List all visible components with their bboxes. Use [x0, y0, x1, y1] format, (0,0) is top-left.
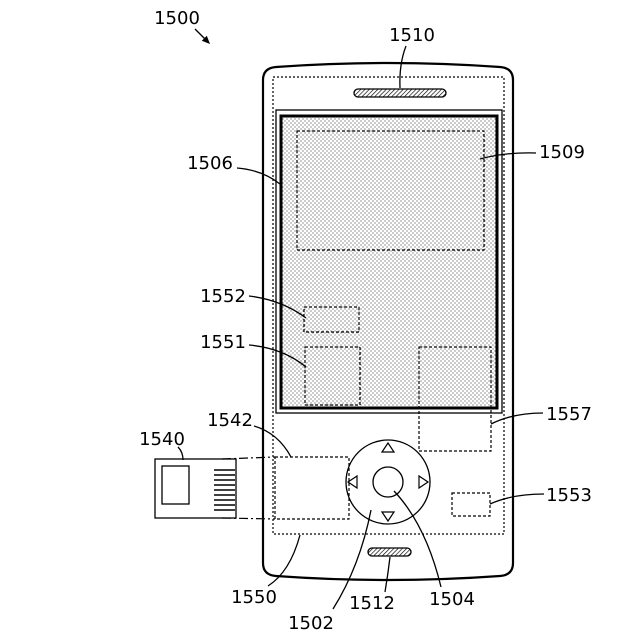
memory-card: [155, 457, 275, 519]
right-arrow-icon: [419, 476, 428, 488]
small-right-region-reference-label: 1553: [546, 485, 592, 506]
down-arrow-icon: [382, 512, 394, 521]
display-upper-region-reference-label: 1509: [539, 142, 585, 163]
speaker-grille: [354, 89, 446, 97]
display-reference-label: 1506: [187, 153, 233, 174]
small-right-region-leader-line: [490, 494, 544, 504]
center-button-reference-label: 1504: [429, 589, 475, 610]
figure-number: 1500: [154, 8, 200, 29]
small-right-region: [452, 493, 490, 516]
center-button-leader-line: [394, 491, 441, 587]
center-button: [373, 467, 403, 497]
figure-arrow-shaft: [195, 29, 205, 39]
microphone-reference-label: 1512: [349, 593, 395, 614]
memory-card-callout: 1540: [139, 429, 185, 460]
figure-number-callout: 1500: [154, 8, 210, 44]
right-region-reference-label: 1557: [546, 404, 592, 425]
housing-reference-label: 1550: [231, 587, 277, 608]
display-lower-region-reference-label: 1551: [200, 332, 246, 353]
speaker-callout: 1510: [389, 25, 435, 88]
memory-card-reference-label: 1540: [139, 429, 185, 450]
right-region-leader-line: [491, 413, 543, 424]
direction-pad-callout: 1502: [288, 510, 371, 634]
memory-card-outline: [155, 459, 236, 518]
display-callout: 1506: [187, 153, 280, 184]
card-insertion-guide-top: [222, 457, 275, 459]
display-small-region-reference-label: 1552: [200, 286, 246, 307]
left-arrow-icon: [348, 476, 357, 488]
speaker-reference-label: 1510: [389, 25, 435, 46]
card-slot-callout: 1542: [207, 410, 291, 457]
card-slot: [275, 457, 349, 519]
phone-device: [263, 63, 513, 580]
speaker-leader-line: [400, 46, 406, 88]
microphone-callout: 1512: [349, 557, 395, 614]
memory-card-label-area: [162, 466, 189, 504]
up-arrow-icon: [382, 443, 394, 452]
direction-pad: [346, 440, 430, 524]
card-slot-reference-label: 1542: [207, 410, 253, 431]
display-screen: [281, 116, 497, 408]
right-region-callout: 1557: [491, 404, 592, 425]
small-right-region-callout: 1553: [490, 485, 592, 506]
direction-pad-reference-label: 1502: [288, 613, 334, 634]
microphone-leader-line: [385, 557, 390, 592]
card-insertion-guide-bottom: [222, 518, 275, 519]
microphone-grille: [368, 548, 411, 556]
